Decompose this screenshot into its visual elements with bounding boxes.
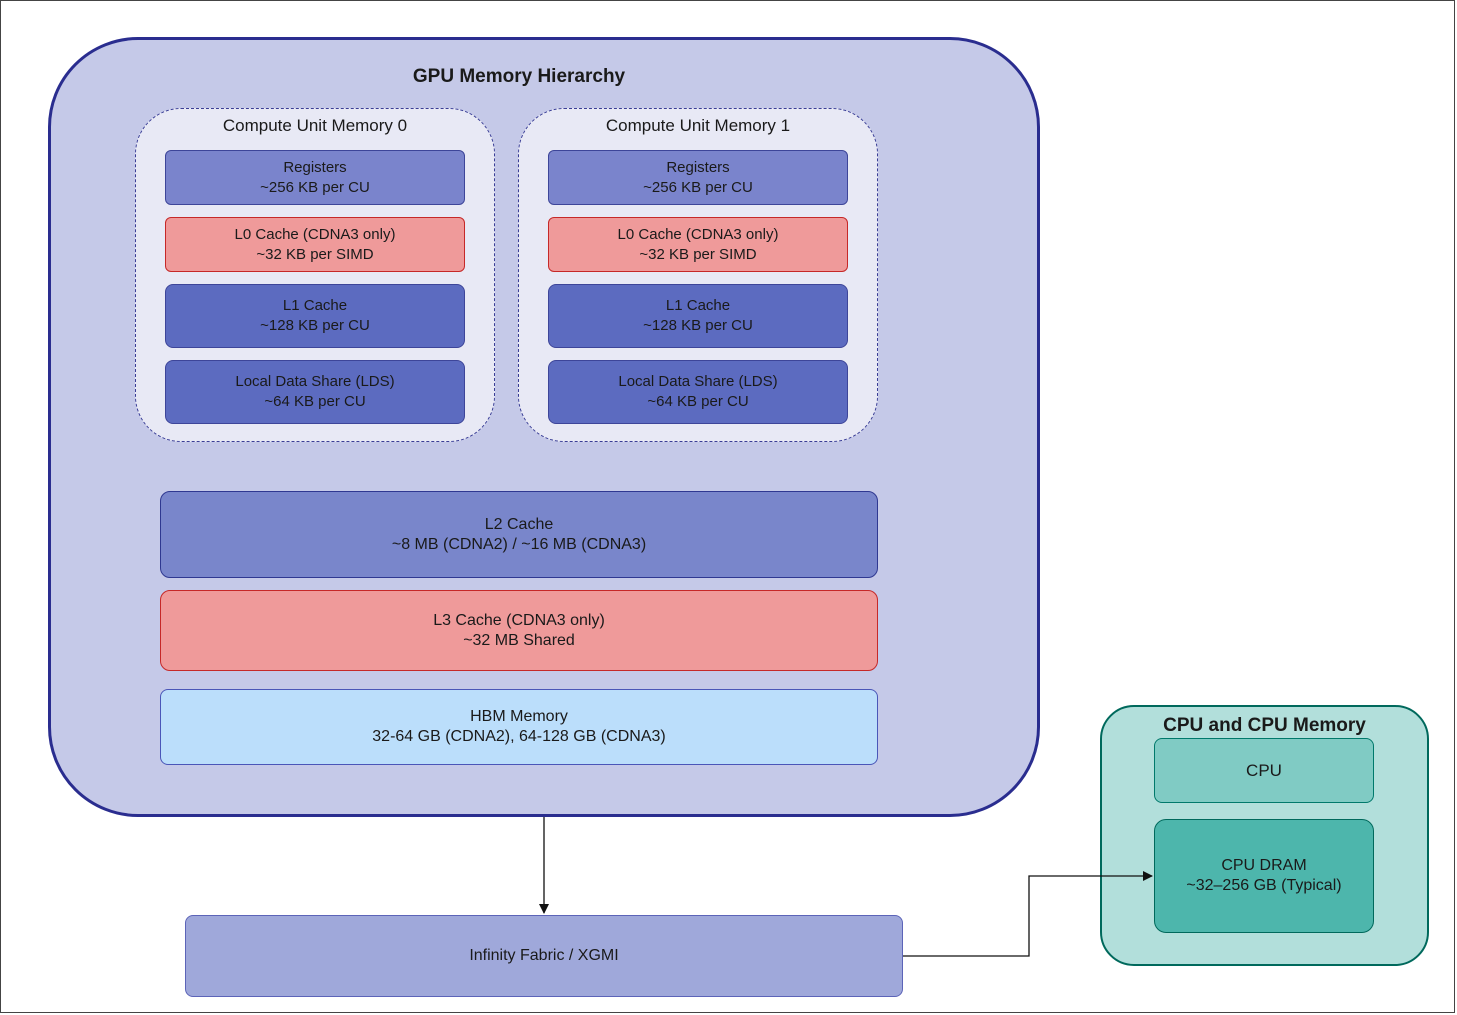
cpu-box: CPU xyxy=(1154,738,1374,803)
cu0-l1-size: ~128 KB per CU xyxy=(260,317,370,334)
cu0-registers-size: ~256 KB per CU xyxy=(260,178,370,196)
cu1-l1-size: ~128 KB per CU xyxy=(643,317,753,334)
cu0-l0-cache: L0 Cache (CDNA3 only) ~32 KB per SIMD xyxy=(165,217,465,272)
l3-cache-label: L3 Cache (CDNA3 only) xyxy=(433,611,605,629)
cu1-registers-size: ~256 KB per CU xyxy=(643,178,753,196)
l2-cache: L2 Cache ~8 MB (CDNA2) / ~16 MB (CDNA3) xyxy=(160,491,878,578)
cu1-l1-label: L1 Cache xyxy=(665,297,731,314)
cu1-l0-size: ~32 KB per SIMD xyxy=(639,245,757,263)
l2-cache-label: L2 Cache xyxy=(484,515,554,533)
cu1-lds-size: ~64 KB per CU xyxy=(647,393,749,410)
infinity-fabric-label: Infinity Fabric / XGMI xyxy=(469,947,619,964)
cu1-registers-label: Registers xyxy=(666,158,730,176)
infinity-fabric: Infinity Fabric / XGMI xyxy=(185,915,903,997)
l3-cache-size: ~32 MB Shared xyxy=(463,631,575,649)
hbm-memory-size: 32-64 GB (CDNA2), 64-128 GB (CDNA3) xyxy=(372,728,666,745)
cu0-l0-size: ~32 KB per SIMD xyxy=(256,245,374,263)
hbm-memory-label: HBM Memory xyxy=(470,708,568,725)
cu1-l0-cache: L0 Cache (CDNA3 only) ~32 KB per SIMD xyxy=(548,217,848,272)
cu0-l0-label: L0 Cache (CDNA3 only) xyxy=(234,225,396,243)
cu1-local-data-share: Local Data Share (LDS) ~64 KB per CU xyxy=(548,360,848,424)
gpu-group-title: GPU Memory Hierarchy xyxy=(412,66,626,87)
l2-cache-size: ~8 MB (CDNA2) / ~16 MB (CDNA3) xyxy=(391,535,647,553)
cu0-l1-cache: L1 Cache ~128 KB per CU xyxy=(165,284,465,348)
cu0-registers: Registers ~256 KB per CU xyxy=(165,150,465,205)
cu1-l1-cache: L1 Cache ~128 KB per CU xyxy=(548,284,848,348)
cu1-l0-label: L0 Cache (CDNA3 only) xyxy=(617,225,779,243)
cpu-dram: CPU DRAM ~32–256 GB (Typical) xyxy=(1154,819,1374,933)
cu0-local-data-share: Local Data Share (LDS) ~64 KB per CU xyxy=(165,360,465,424)
cu1-lds-label: Local Data Share (LDS) xyxy=(618,373,778,390)
cpu-dram-label: CPU DRAM xyxy=(1221,857,1307,874)
compute-unit-0-title: Compute Unit Memory 0 xyxy=(222,116,408,135)
fabric-to-dram-arrow xyxy=(903,871,1153,957)
cu1-registers: Registers ~256 KB per CU xyxy=(548,150,848,205)
compute-unit-1-title: Compute Unit Memory 1 xyxy=(605,116,791,135)
cu0-registers-label: Registers xyxy=(283,158,347,176)
l3-cache: L3 Cache (CDNA3 only) ~32 MB Shared xyxy=(160,590,878,671)
cpu-label: CPU xyxy=(1246,760,1282,780)
hbm-memory: HBM Memory 32-64 GB (CDNA2), 64-128 GB (… xyxy=(160,689,878,765)
cu0-lds-size: ~64 KB per CU xyxy=(264,393,366,410)
cpu-dram-size: ~32–256 GB (Typical) xyxy=(1186,877,1342,894)
cu0-l1-label: L1 Cache xyxy=(282,297,348,314)
cu0-lds-label: Local Data Share (LDS) xyxy=(235,373,395,390)
cpu-group-title: CPU and CPU Memory xyxy=(1163,715,1366,736)
